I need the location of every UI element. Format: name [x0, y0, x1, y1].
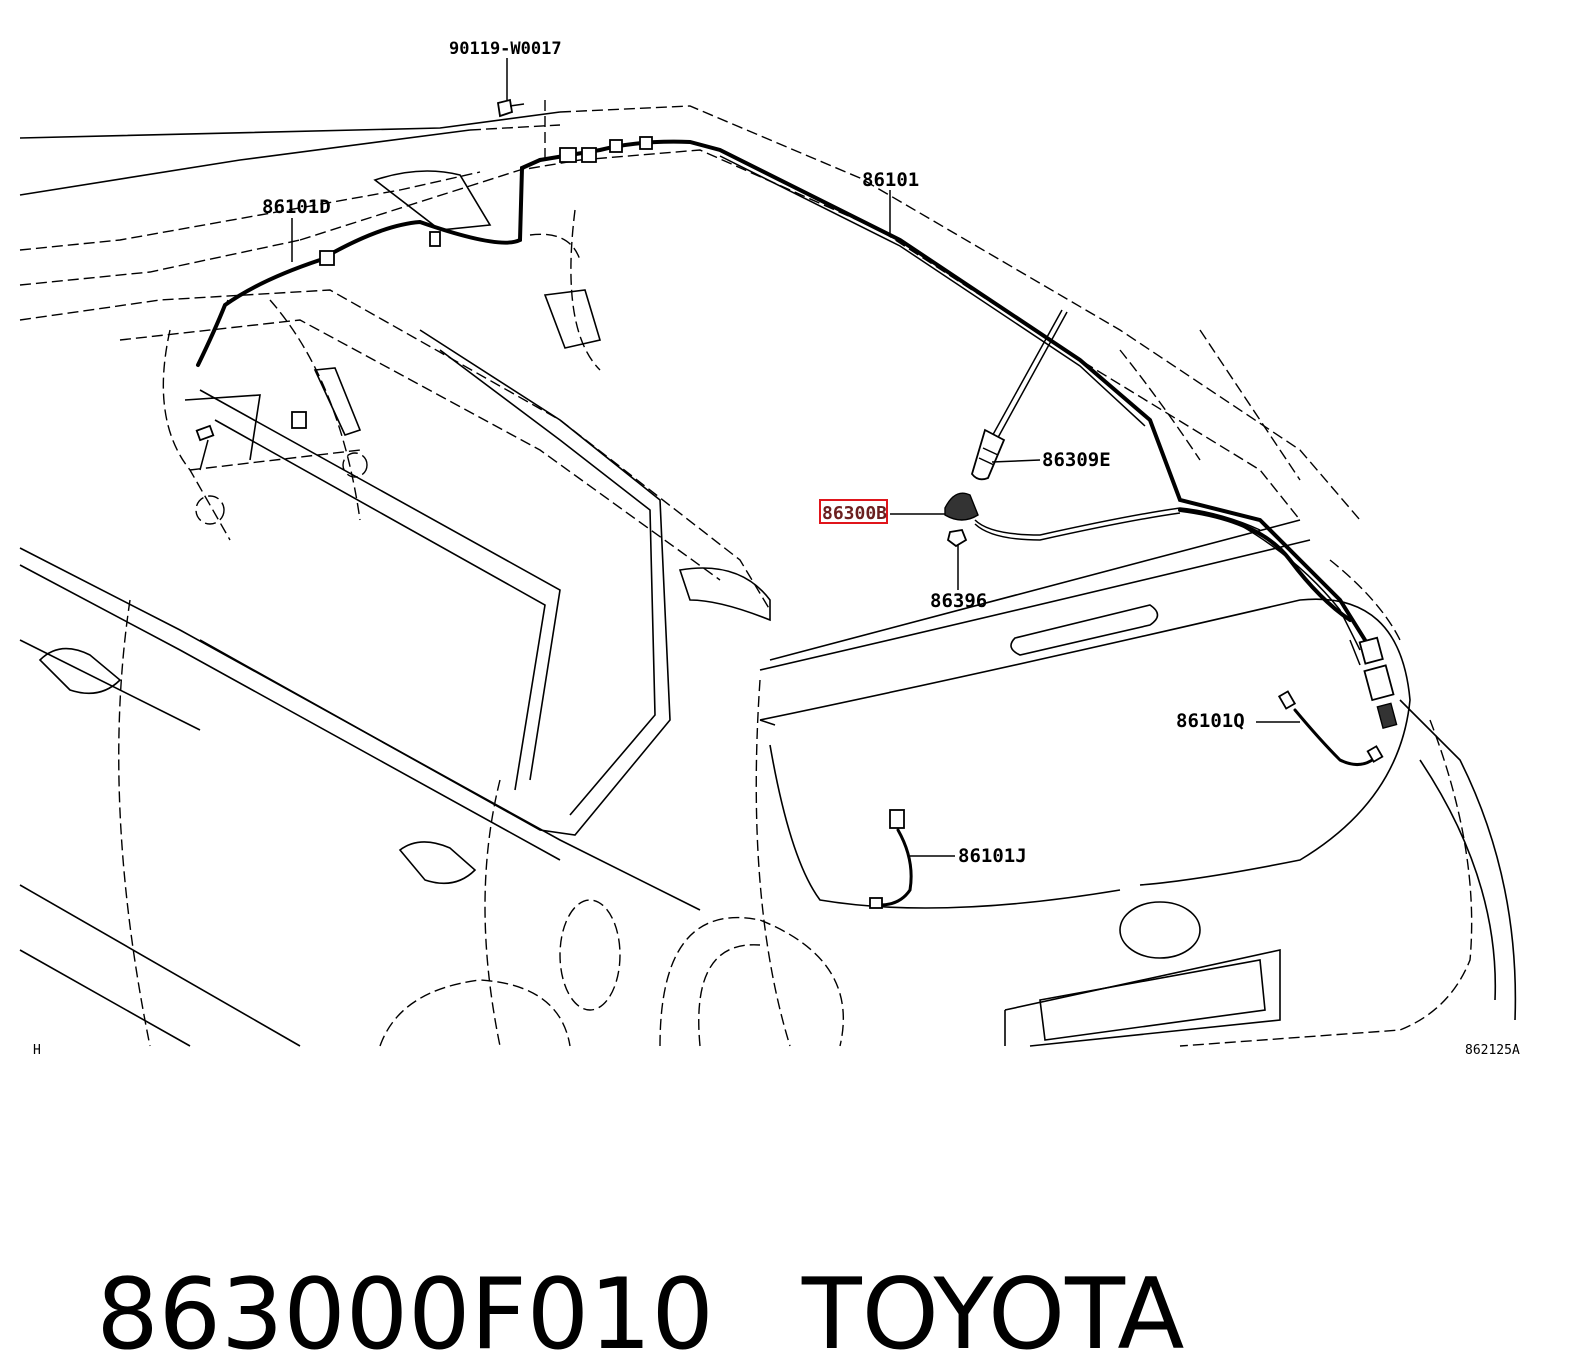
harness-86101d [195, 158, 542, 471]
brand-name: TOYOTA [801, 1258, 1185, 1372]
callout-antenna-base: 86300B [822, 503, 887, 524]
callout-nut: 86396 [930, 590, 987, 612]
callout-cord-j: 86101J [958, 845, 1027, 867]
car-body-outline [19, 100, 1517, 1047]
callout-cord-q: 86101Q [1176, 710, 1245, 732]
cord-86101q [1277, 690, 1384, 766]
cord-86101j [869, 809, 913, 909]
callout-antenna-rod: 86309E [1042, 449, 1111, 471]
callout-bolt: 90119-W0017 [449, 39, 562, 59]
bolt-part [496, 98, 525, 118]
callout-harness-main: 86101 [862, 169, 919, 191]
harness-86101 [538, 136, 1398, 730]
callout-harness-front: 86101D [262, 196, 331, 218]
antenna-rod [971, 309, 1068, 481]
antenna-base [944, 492, 1261, 548]
leader-lines [291, 58, 1300, 857]
highlight-box [819, 499, 888, 524]
parts-diagram: 90119-W0017 86101D 86101 86309E 86300B 8… [19, 39, 1520, 1058]
corner-code-left: H [33, 1043, 41, 1058]
part-number: 863000F010 [96, 1258, 714, 1372]
caption: 863000F010 TOYOTA [34, 1150, 1184, 1370]
corner-code-right: 862125A [1465, 1043, 1520, 1058]
